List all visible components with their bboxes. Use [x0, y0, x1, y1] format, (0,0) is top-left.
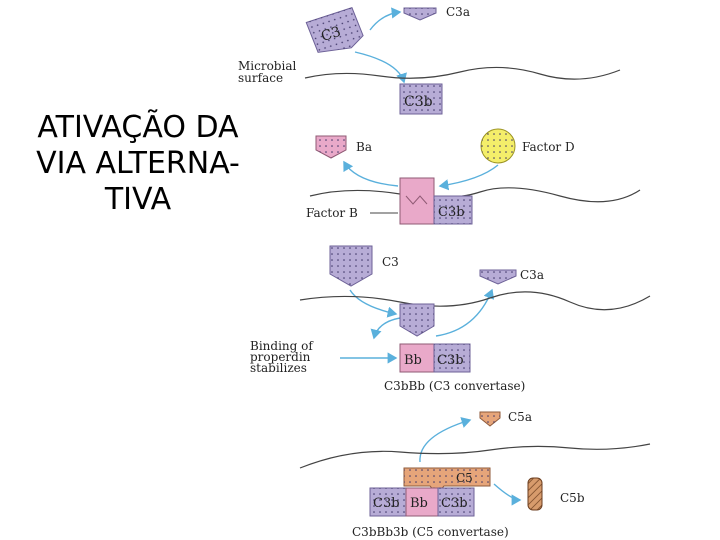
arrow-release-c3a [435, 288, 495, 337]
ba-label: Ba [356, 140, 372, 154]
c3b-block-step2: C3b [433, 195, 473, 225]
c5a-fragment: C5a [479, 410, 532, 427]
factor-b-label: Factor B [306, 206, 358, 220]
step-3-c3-convertase: C3 C3a Binding of properdin stabilizes B… [250, 245, 651, 393]
ba-fragment: Ba [315, 135, 372, 159]
title-line-3: TIVA [104, 182, 172, 217]
c5b-fragment: C5b [527, 477, 585, 511]
c3b-label: C3b [404, 94, 433, 110]
c3b-block-step3: C3b [433, 343, 471, 373]
c3b-right-block: C3b [437, 487, 475, 517]
properdin-note-3: stabilizes [250, 361, 307, 375]
factor-d-molecule: Factor D [480, 128, 575, 164]
arrow-factor-d [438, 164, 499, 191]
microbial-membrane-2 [309, 187, 641, 203]
c3-bound-to-convertase [399, 303, 435, 337]
c5-label: C5 [456, 471, 473, 485]
slide-title: ATIVAÇÃO DA VIA ALTERNA- TIVA [8, 110, 268, 218]
bb-label-step3: Bb [404, 353, 422, 368]
title-line-1: ATIVAÇÃO DA [37, 110, 239, 145]
c3a-fragment: C3a [403, 5, 470, 21]
arrow-c3-to-c3a [369, 7, 402, 31]
title-line-2: VIA ALTERNA- [36, 146, 240, 181]
bb-label-step4: Bb [410, 496, 428, 511]
arrow-c3-to-c3b [354, 51, 407, 84]
c3b-left-block: C3b [369, 487, 407, 517]
properdin-note-2: properdin [250, 350, 311, 364]
c3b-label-step3: C3b [437, 353, 464, 368]
c3a-label: C3a [446, 5, 470, 19]
arrow-to-c5b [493, 483, 522, 506]
step-2-factor-b-binding: Ba Factor D C3b Factor B [306, 128, 641, 225]
microbial-membrane-4 [299, 443, 651, 469]
c3-molecule: C3 [305, 7, 364, 53]
microbial-surface-label-1: Microbial [238, 59, 296, 73]
c5-molecule: C5 [403, 467, 491, 495]
c3b-on-surface: C3b [399, 83, 443, 115]
c3a-label-step3: C3a [520, 268, 544, 282]
c3b-label-step2: C3b [438, 205, 465, 220]
c3-label-step3: C3 [382, 255, 399, 269]
c5-convertase-caption: C3bBb3b (C5 convertase) [352, 525, 509, 539]
arrow-release-c5a [419, 417, 472, 463]
bb-block-step3: Bb [399, 343, 435, 373]
factor-d-label: Factor D [522, 140, 575, 154]
c3-molecule-step3: C3 [329, 245, 399, 287]
bb-block-step4: Bb [405, 487, 439, 517]
microbial-membrane-1 [304, 66, 621, 80]
step-1-c3-cleavage: C3 C3a Microbial surface C3b [238, 5, 621, 115]
c3b-right-label: C3b [441, 496, 468, 511]
microbial-membrane-3 [299, 291, 651, 311]
step-4-c5-convertase: C5a C5 C5b C3b Bb C3b C3bBb3b (C5 conver [299, 410, 651, 539]
arrow-to-ba [343, 160, 399, 187]
c3-label: C3 [319, 24, 343, 45]
arrow-c3-into-convertase [349, 289, 398, 318]
c3-convertase-caption: C3bBb (C3 convertase) [384, 379, 525, 393]
c3a-fragment-step3: C3a [479, 268, 544, 285]
c5b-label: C5b [560, 491, 585, 505]
c5a-label: C5a [508, 410, 532, 424]
factor-b-block [399, 177, 435, 225]
c3b-left-label: C3b [373, 496, 400, 511]
properdin-note-1: Binding of [250, 339, 314, 353]
arrow-c3b-deposit [370, 317, 401, 340]
microbial-surface-label-2: surface [238, 71, 283, 85]
